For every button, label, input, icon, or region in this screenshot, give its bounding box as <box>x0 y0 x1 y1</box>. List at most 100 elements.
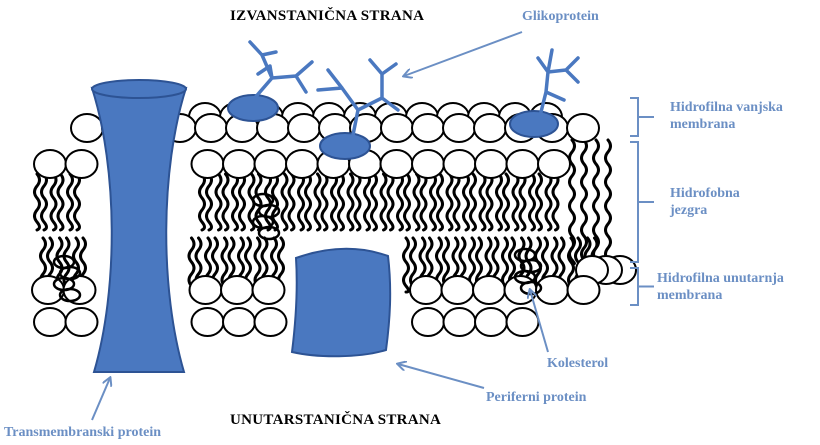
inner-head-front-row <box>64 307 99 337</box>
membrane-proteins <box>90 40 580 373</box>
upper-lipid-tail <box>330 172 338 232</box>
outer-hydrophilic-label-line1: Hidrofilna vanjska <box>670 100 783 115</box>
outer-head-front-row <box>64 149 99 179</box>
upper-lipid-tail <box>297 172 305 232</box>
transmembrane-protein-label: Transmembranski protein <box>4 425 161 440</box>
upper-lipid-tail <box>502 172 510 232</box>
inner-head-front-row <box>505 307 540 337</box>
inner-head-front-row <box>442 307 477 337</box>
inner-hydrophilic-bracket <box>630 267 654 306</box>
upper-lipid-tail <box>198 172 206 232</box>
outer-head-front-row <box>505 149 540 179</box>
cholesterol-ring <box>58 287 82 303</box>
outer-head-middle-row <box>473 113 507 143</box>
upper-lipid-tail <box>49 172 58 232</box>
upper-lipid-tail <box>346 172 355 232</box>
inner-head-back-row <box>440 275 475 305</box>
upper-lipid-tail <box>370 172 378 232</box>
peripheral-protein-arrow <box>398 364 485 389</box>
upper-lipid-tail <box>452 172 461 232</box>
upper-lipid-tail <box>485 172 494 232</box>
annotation-lines <box>91 31 654 421</box>
inner-head-back-row <box>251 275 286 305</box>
upper-lipid-tail <box>403 172 411 232</box>
edge-lipid-tail <box>604 138 612 266</box>
outer-head-front-row <box>33 149 67 179</box>
upper-lipid-tail <box>214 172 223 232</box>
upper-lipid-tail <box>66 172 74 232</box>
outer-head-front-row <box>253 149 288 179</box>
upper-lipid-tail <box>379 172 388 232</box>
outer-hydrophilic-label-line2: membrana <box>670 117 736 132</box>
outer-head-front-row <box>379 149 414 179</box>
upper-lipid-tail <box>353 172 362 232</box>
inner-head-back-row <box>220 275 254 305</box>
upper-lipid-tail <box>33 172 41 232</box>
hydrophobic-core-bracket <box>630 141 654 263</box>
upper-lipid-tail <box>320 172 329 232</box>
inner-head-front-row <box>474 307 508 337</box>
upper-lipid-tail <box>221 172 230 232</box>
peripheral-protein-label: Periferni protein <box>486 390 587 405</box>
outer-head-front-row <box>411 149 445 179</box>
upper-lipid-tail <box>412 172 421 232</box>
glycoprotein-body <box>227 94 279 122</box>
inner-head-back-row <box>566 275 601 305</box>
outer-head-front-row <box>190 149 225 179</box>
outer-head-front-row <box>285 149 319 179</box>
glycoprotein-body <box>319 132 371 160</box>
upper-lipid-tail <box>544 172 553 232</box>
outer-hydrophilic-bracket <box>630 97 654 137</box>
inner-head-front-row <box>190 307 225 337</box>
outer-head-middle-row <box>70 113 104 143</box>
inner-head-front-row <box>222 307 256 337</box>
glycoprotein-body <box>509 110 559 138</box>
glycoprotein-sugar-chain <box>316 58 400 142</box>
upper-lipid-tail <box>280 172 289 232</box>
peripheral-protein <box>290 247 392 358</box>
upper-lipid-tail <box>462 172 470 232</box>
upper-lipid-tail <box>469 172 477 232</box>
upper-lipid-tail <box>313 172 322 232</box>
upper-lipid-tail <box>56 172 65 232</box>
upper-lipid-tail <box>495 172 503 232</box>
inner-head-front-row <box>253 307 288 337</box>
hydrophobic-core-label-line1: Hidrofobna <box>670 186 740 201</box>
intracellular-side-label: UNUTARSTANIČNA STRANA <box>230 412 442 428</box>
upper-lipid-tail <box>363 172 371 232</box>
outer-head-middle-row <box>566 113 600 143</box>
upper-lipid-tail <box>396 172 404 232</box>
inner-head-back-row <box>409 275 443 305</box>
outer-head-middle-row <box>380 113 414 143</box>
upper-lipid-tail <box>304 172 312 232</box>
upper-lipid-tail <box>73 172 81 232</box>
outer-head-middle-row <box>442 113 476 143</box>
upper-lipid-tail <box>271 172 279 232</box>
glycoprotein-arrow <box>404 31 523 76</box>
outer-head-middle-row <box>411 113 445 143</box>
lower-lipid-tail <box>402 236 410 294</box>
outer-head-middle-row <box>194 113 228 143</box>
cholesterol-arrow <box>530 290 549 353</box>
outer-head-middle-row <box>287 113 321 143</box>
inner-head-front-row <box>411 307 445 337</box>
upper-lipid-tail <box>264 172 272 232</box>
outer-head-front-row <box>222 149 256 179</box>
inner-hydrophilic-label-line2: membrana <box>657 288 723 303</box>
glycoprotein-sugar-chain <box>536 48 580 118</box>
upper-lipid-tail <box>337 172 345 232</box>
inner-head-back-row <box>188 275 223 305</box>
upper-lipid-tail <box>238 172 246 232</box>
hydrophobic-core-label-line2: jezgra <box>670 203 708 218</box>
upper-lipid-tail <box>436 172 444 232</box>
inner-hydrophilic-label-line1: Hidrofilna unutarnja <box>657 271 784 286</box>
transmembrane-protein <box>90 86 188 373</box>
upper-lipid-tail <box>445 172 454 232</box>
inner-head-back-row <box>472 275 506 305</box>
upper-lipid-tail <box>231 172 239 232</box>
upper-lipid-tail <box>551 172 560 232</box>
upper-lipid-tail <box>535 172 543 232</box>
upper-lipid-tail <box>205 172 213 232</box>
cholesterol-ring <box>257 225 281 241</box>
transmembrane-protein-top <box>91 79 187 99</box>
